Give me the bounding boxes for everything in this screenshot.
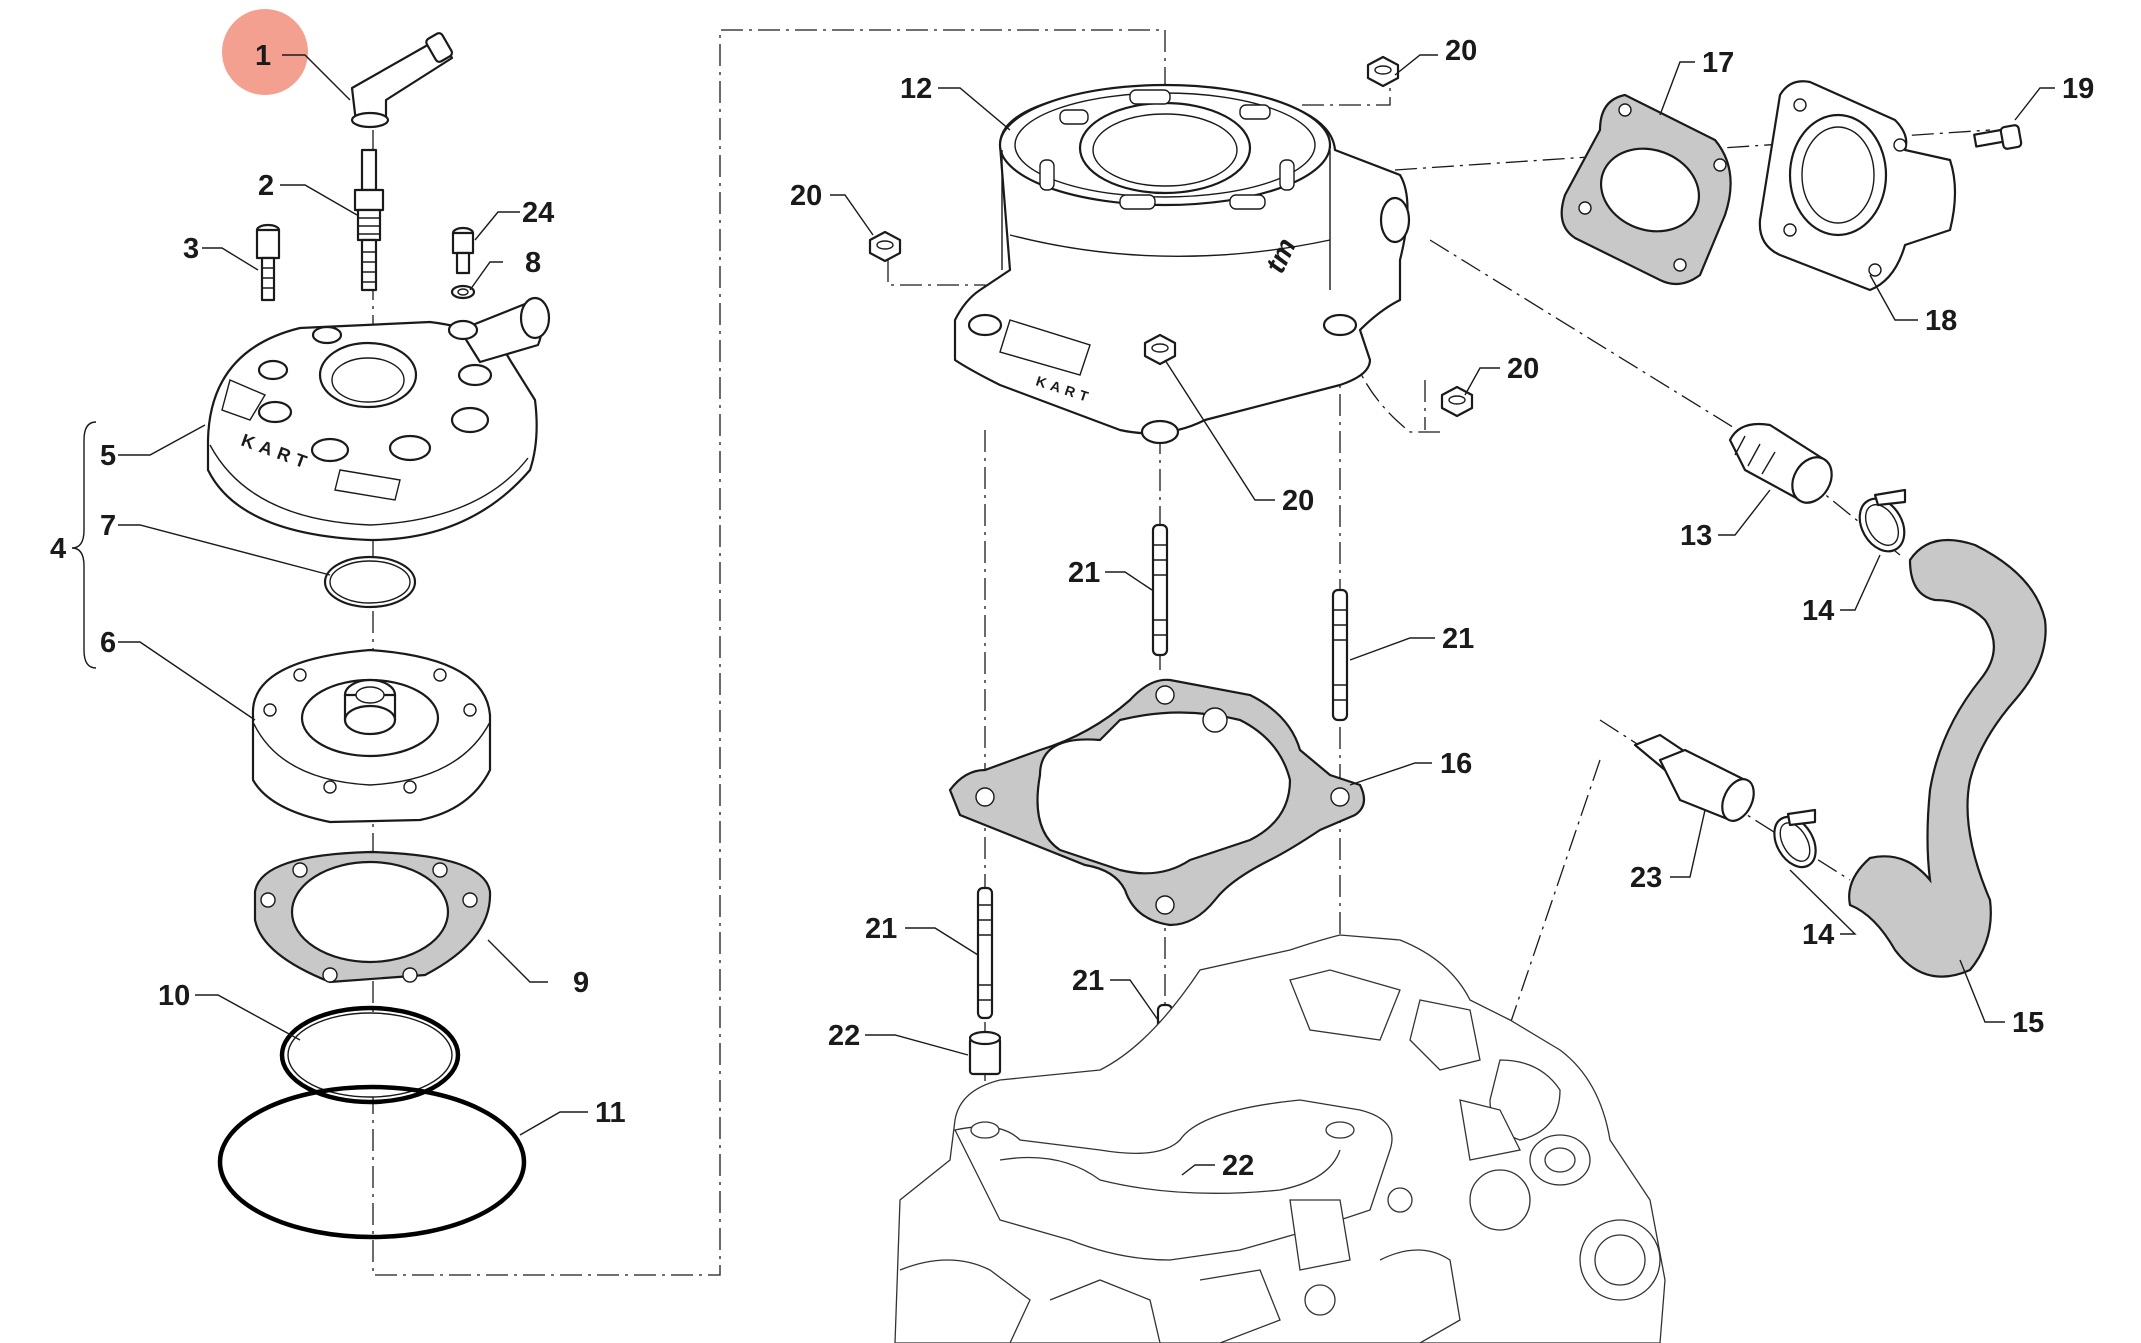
- callout-5: 5: [100, 440, 116, 472]
- cylinder[interactable]: tm KART: [953, 83, 1411, 445]
- callout-19: 19: [2062, 73, 2094, 105]
- washer[interactable]: [450, 284, 476, 300]
- flange-nut-top[interactable]: [1366, 55, 1400, 88]
- callout-3: 3: [183, 233, 199, 265]
- o-ring-medium[interactable]: [279, 1005, 461, 1105]
- combustion-insert[interactable]: [251, 648, 492, 824]
- small-screw[interactable]: [451, 226, 475, 275]
- head-gasket[interactable]: [253, 850, 492, 984]
- callout-14-upper: 14: [1802, 595, 1834, 627]
- callout-21-upper-right: 21: [1442, 623, 1474, 655]
- base-gasket[interactable]: [948, 678, 1366, 927]
- callout-6: 6: [100, 627, 116, 659]
- o-ring-small[interactable]: [323, 555, 417, 609]
- callout-4: 4: [50, 533, 66, 565]
- callout-9: 9: [573, 967, 589, 999]
- callout-21-lower-center: 21: [1072, 965, 1104, 997]
- stud-upper-center[interactable]: [1151, 523, 1169, 657]
- highlight-marker: [222, 9, 308, 95]
- callout-22-center: 22: [1222, 1150, 1254, 1182]
- callout-13: 13: [1680, 520, 1712, 552]
- coolant-hose[interactable]: [1848, 538, 2047, 978]
- callout-8: 8: [525, 247, 541, 279]
- cylinder-head-cover[interactable]: KART: [206, 296, 551, 542]
- hose-clamp-upper[interactable]: [1851, 488, 1914, 559]
- assembly-brace: [71, 421, 97, 669]
- callout-18: 18: [1925, 305, 1957, 337]
- callout-24: 24: [522, 197, 554, 229]
- callout-17: 17: [1702, 47, 1734, 79]
- o-ring-large[interactable]: [217, 1084, 527, 1240]
- coolant-fitting-upper[interactable]: [1728, 422, 1840, 510]
- callout-14-lower: 14: [1802, 919, 1834, 951]
- exhaust-gasket[interactable]: [1560, 93, 1732, 286]
- callout-20-top: 20: [1445, 35, 1477, 67]
- coolant-fitting-lower[interactable]: [1633, 733, 1760, 826]
- flange-nut-left[interactable]: [868, 230, 902, 263]
- exhaust-flange[interactable]: [1758, 80, 1957, 292]
- leader-lines: [118, 54, 2055, 1176]
- spark-plug[interactable]: [353, 148, 385, 292]
- callout-2: 2: [258, 170, 274, 202]
- callout-22-left: 22: [828, 1020, 860, 1052]
- callout-15: 15: [2012, 1007, 2044, 1039]
- callout-20-right: 20: [1507, 353, 1539, 385]
- callout-20-left: 20: [790, 180, 822, 212]
- stud-upper-right[interactable]: [1331, 588, 1349, 722]
- callout-23: 23: [1630, 862, 1662, 894]
- callout-21-upper-center: 21: [1068, 557, 1100, 589]
- engine-crankcase: [894, 934, 1666, 1343]
- spark-plug-cap[interactable]: [222, 9, 454, 129]
- head-screw[interactable]: [255, 223, 281, 302]
- callout-labels: 1 2 3 24 8 5 7 4 6 9 10 11 12 20 20 20 2…: [50, 35, 2094, 1182]
- callout-20-center: 20: [1282, 485, 1314, 517]
- dowel-bushing-left[interactable]: [968, 1030, 1002, 1076]
- callout-12: 12: [900, 73, 932, 105]
- flange-nut-right[interactable]: [1440, 385, 1474, 418]
- callout-16: 16: [1440, 748, 1472, 780]
- callout-7: 7: [100, 510, 116, 542]
- flange-screw[interactable]: [1973, 124, 2023, 150]
- callout-10: 10: [158, 980, 190, 1012]
- callout-11: 11: [595, 1097, 626, 1129]
- stud-lower-left[interactable]: [976, 886, 994, 1020]
- hose-clamp-lower[interactable]: [1766, 808, 1824, 875]
- flange-nut-center[interactable]: [1143, 333, 1177, 366]
- callout-21-lower-left: 21: [865, 913, 897, 945]
- callout-1: 1: [255, 40, 271, 72]
